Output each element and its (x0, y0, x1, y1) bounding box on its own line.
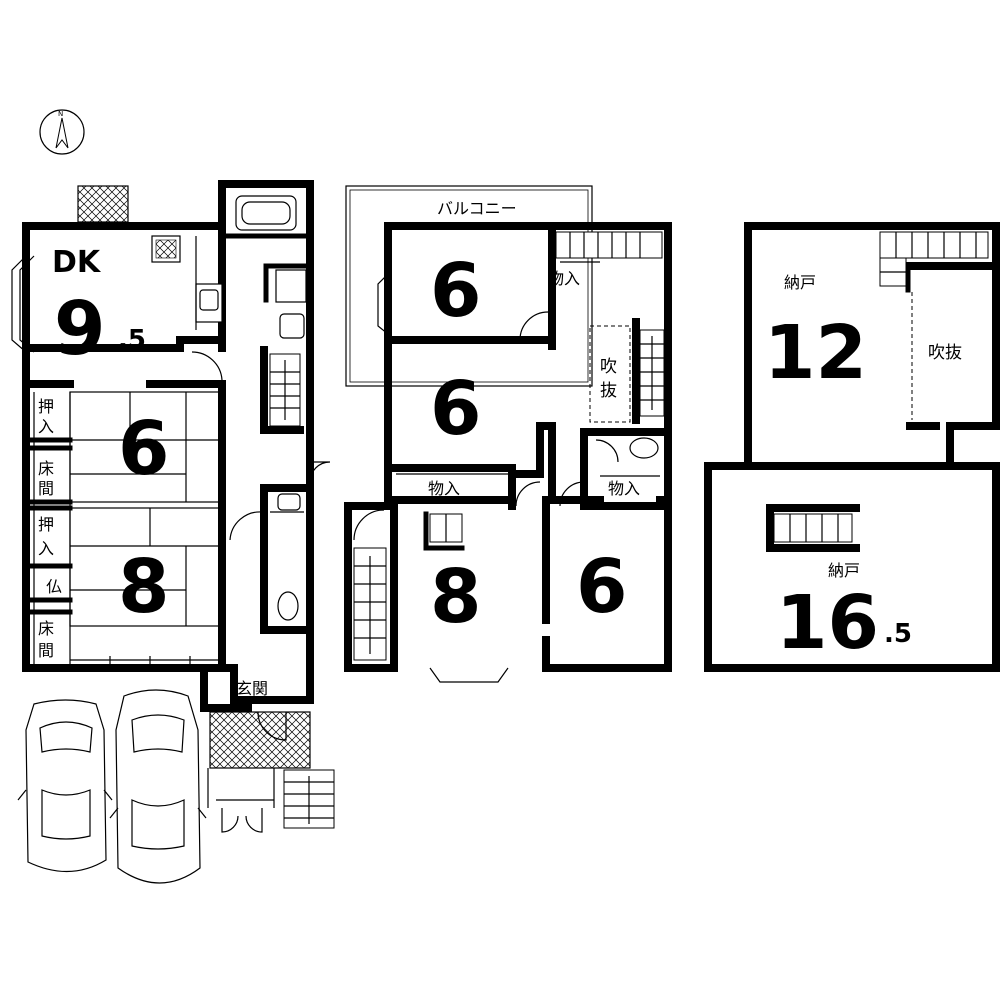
stairs-floor2-top (555, 231, 663, 259)
washbasin-2-icon (277, 493, 301, 511)
dk-size-main: 9 (54, 286, 106, 372)
nando-bottom-main: 16 (776, 580, 879, 666)
dk-size-frac: .5 (118, 325, 146, 355)
svg-text:抜: 抜 (600, 381, 617, 401)
nando-top-label: 納戸 (784, 273, 816, 292)
stairs-floor2-vertical (639, 329, 665, 417)
genkan-label: 玄関 (236, 679, 268, 698)
floor-3: 納戸 12 吹抜 納戸 16 .5 (704, 222, 1000, 672)
svg-text:間: 間 (38, 641, 54, 660)
butsuma-label: 仏 (46, 577, 62, 596)
compass-north-label: N (58, 110, 63, 118)
compass-icon: N (39, 109, 85, 155)
stairs-entrance (283, 769, 335, 829)
svg-text:入: 入 (38, 539, 54, 558)
oshiire-1-part2: 入 (38, 417, 54, 436)
balcony-outline (345, 185, 593, 387)
svg-text:床: 床 (38, 619, 54, 638)
back-entrance-hatch (77, 185, 129, 223)
car-right-icon (109, 689, 207, 884)
stairs-floor3-top (879, 231, 989, 287)
floor-2: バルコニー 吹 抜 吹抜 (344, 185, 672, 683)
balcony-label: バルコニー (437, 199, 517, 218)
toilet-floor2-icon (629, 437, 659, 459)
entrance-porch-hatch (209, 711, 311, 769)
fukinuke-floor3-label: 吹抜 (928, 343, 962, 363)
stairs-floor1 (269, 353, 301, 427)
nando-bottom-label: 納戸 (828, 561, 860, 580)
svg-text:吹: 吹 (600, 357, 617, 377)
room6-floor1-size: 6 (118, 406, 170, 492)
dk-label: DK (52, 245, 102, 280)
room-sw-size: 8 (430, 554, 482, 640)
washbasin-icon (279, 313, 305, 339)
car-left-icon (17, 699, 113, 873)
room8-floor1-size: 8 (118, 544, 170, 630)
stairs-floor2-left (353, 547, 387, 661)
room-se-size: 6 (576, 544, 628, 630)
stairs-floor2-landing (423, 511, 465, 551)
svg-text:押: 押 (38, 515, 54, 534)
oshiire-1-part1: 押 (38, 397, 54, 416)
storage-top-label: 物入 (548, 269, 580, 288)
room-nw-size: 6 (430, 248, 482, 334)
stairs-floor3-bottom (766, 504, 860, 552)
svg-text:間: 間 (38, 479, 54, 498)
nando-top-size: 12 (764, 310, 867, 396)
room-w-size: 6 (430, 366, 482, 452)
svg-text:床: 床 (38, 459, 54, 478)
fukinuke-floor2 (589, 325, 631, 423)
storage-right-label: 物入 (608, 479, 640, 498)
storage-mid-label: 物入 (428, 479, 460, 498)
nando-bottom-frac: .5 (884, 619, 912, 649)
floor-1: DK 9 .5 6 8 押 入 床 間 押 入 仏 床 間 玄関 押入 床間 押… (11, 180, 335, 833)
toilet-floor1-icon (277, 591, 299, 621)
